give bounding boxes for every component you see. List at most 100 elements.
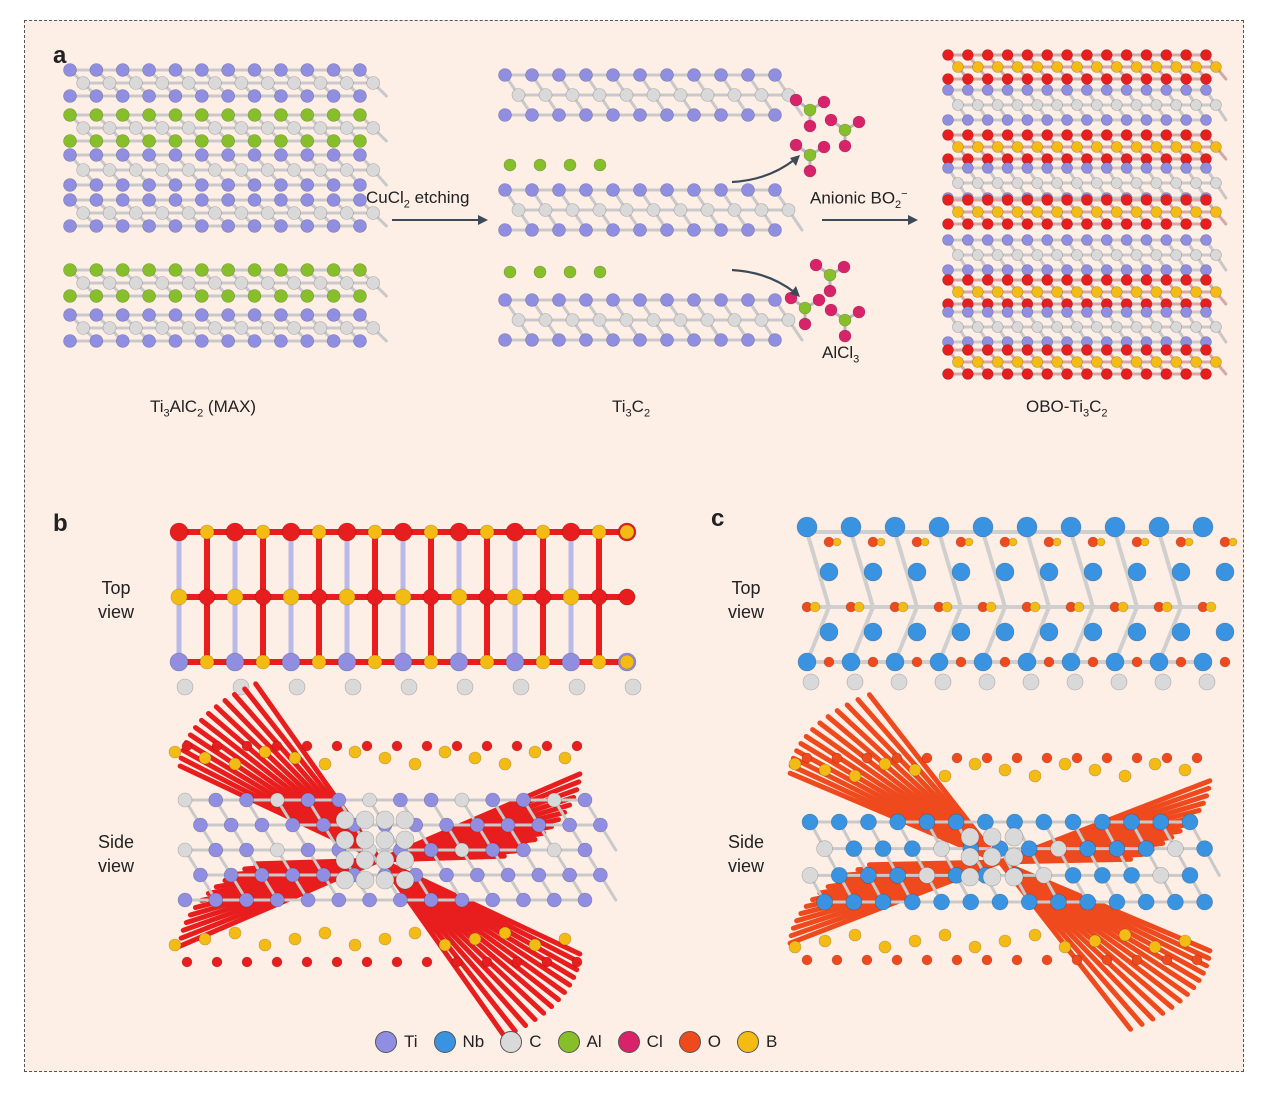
atom: [1041, 194, 1054, 206]
atom: [1120, 114, 1133, 126]
atom: [1180, 73, 1192, 85]
atom: [1150, 286, 1163, 298]
atom: [646, 88, 661, 102]
atom: [498, 108, 512, 122]
o-atom: [541, 740, 553, 752]
atom: [313, 76, 328, 90]
legend-swatch: [557, 1031, 580, 1053]
c-top-view-structure: [796, 516, 1238, 691]
atom: [1100, 274, 1113, 286]
atom: [1021, 129, 1034, 141]
o-atom: [1087, 656, 1099, 668]
atom: [1110, 99, 1123, 111]
atom: [981, 218, 994, 230]
atom: [1050, 840, 1067, 857]
b-atom: [199, 524, 215, 540]
atom: [274, 193, 288, 207]
o-atom: [271, 740, 283, 752]
atom: [952, 249, 964, 261]
atom: [538, 203, 553, 217]
atom: [326, 178, 341, 192]
atom: [562, 867, 577, 883]
atom: [1081, 194, 1093, 206]
atom: [538, 88, 553, 102]
atom: [1091, 356, 1103, 368]
atom: [1170, 206, 1183, 218]
atom: [1210, 141, 1222, 153]
o-atom: [981, 752, 993, 764]
atom: [313, 206, 328, 220]
atom: [1167, 893, 1184, 911]
atom: [1180, 264, 1192, 276]
atom: [234, 206, 249, 220]
nb-atom: [1148, 516, 1170, 538]
atom: [1081, 114, 1093, 126]
atom: [208, 276, 222, 290]
b-atom: [1028, 928, 1042, 942]
o-atom: [1043, 536, 1055, 548]
atom: [606, 333, 620, 347]
nb-atom: [1171, 562, 1191, 582]
atom: [1137, 893, 1155, 911]
c-atom: [1110, 673, 1128, 691]
c-atom: [512, 678, 530, 696]
atom: [313, 276, 328, 290]
o-atom: [1087, 536, 1099, 548]
atom: [952, 61, 964, 73]
b-atom: [998, 763, 1012, 777]
o-atom: [422, 588, 440, 606]
atom: [1041, 129, 1054, 141]
atom: [660, 223, 674, 237]
atom: [1035, 867, 1053, 884]
atom: [1170, 321, 1183, 333]
atom: [1051, 141, 1063, 153]
atom: [340, 276, 354, 290]
atom: [115, 89, 130, 103]
atom: [660, 183, 674, 197]
atom: [195, 148, 209, 162]
ti-atom: [505, 652, 525, 672]
atom: [89, 108, 104, 122]
atom: [1071, 177, 1083, 189]
curved-arrow-bottom: [731, 268, 800, 297]
o-atom: [281, 522, 301, 542]
b-atom: [479, 654, 495, 670]
atom: [326, 289, 341, 303]
atom: [1130, 177, 1143, 189]
atom: [1011, 249, 1024, 261]
o-atom: [511, 956, 523, 968]
atom: [1190, 206, 1202, 218]
atom: [952, 286, 964, 298]
atom: [300, 193, 315, 207]
nb-atom: [907, 622, 927, 642]
legend-item: Ti: [375, 1031, 418, 1053]
atom: [1140, 49, 1153, 61]
panel-label-a: a: [53, 42, 67, 69]
b-atom: [348, 745, 362, 759]
al-atom: [503, 158, 517, 172]
o-atom: [801, 752, 813, 764]
ti3c2-label: Ti3C2: [612, 397, 651, 420]
atom: [89, 178, 104, 192]
atom: [727, 203, 742, 217]
atom: [155, 276, 170, 290]
c-atom: [978, 673, 996, 691]
atom: [89, 134, 104, 148]
atom: [1180, 129, 1192, 141]
atom: [221, 334, 235, 348]
c-atom: [1004, 867, 1024, 887]
b-atom: [1052, 537, 1062, 547]
atom: [115, 263, 130, 277]
atom: [76, 321, 90, 335]
atom: [1120, 49, 1133, 61]
atom: [353, 89, 367, 103]
atom: [1120, 218, 1133, 230]
nb-atom: [1060, 516, 1082, 538]
o-atom: [421, 740, 433, 752]
atom: [1210, 286, 1222, 298]
atom: [1061, 49, 1073, 61]
atom: [1001, 162, 1014, 174]
atom: [270, 842, 285, 858]
atom: [221, 308, 235, 322]
atom: [195, 289, 209, 303]
